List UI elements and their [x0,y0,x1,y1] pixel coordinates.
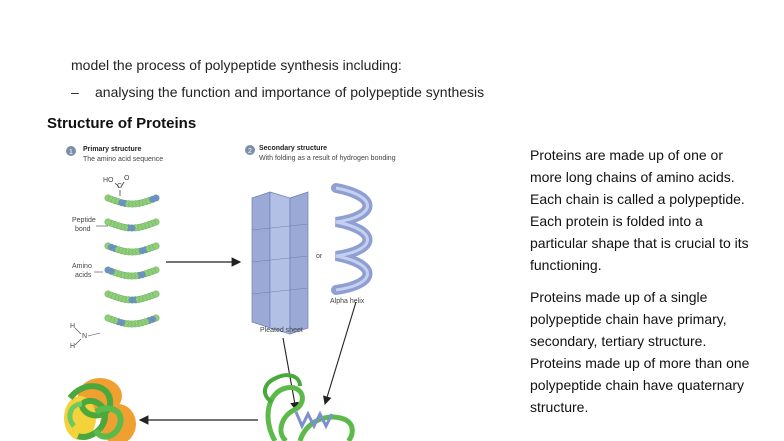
step-badge-primary [66,146,76,156]
label-o: O [124,175,130,182]
syllabus-point: model the process of polypeptide synthes… [71,57,402,73]
tertiary-structure [263,373,355,441]
label-acids: acids [75,272,92,279]
pleated-sheet [251,191,309,335]
label-h-upper: H [70,323,75,330]
secondary-title: Secondary structure [259,145,327,152]
amino-acid-bead [152,290,160,298]
amino-acid-bead [104,218,112,226]
label-pleated-sheet: Pleated sheet [260,327,303,334]
primary-subtitle: The amino acid sequence [83,156,163,163]
alpha-helix [331,183,373,295]
amino-acid-bead [152,194,160,202]
step-badge-secondary [245,145,255,155]
section-heading: Structure of Proteins [47,115,197,132]
step-number-primary: 1 [69,149,73,156]
label-n: N [82,333,87,340]
label-bond: bond [75,226,91,233]
label-c: C [117,183,122,190]
label-ho: HO [103,177,114,184]
quaternary-structure [64,378,136,441]
arrow-helix-to-tertiary [323,301,357,406]
amino-acid-bead [104,266,112,274]
paragraph-protein-chains: Proteins are made up of one or more long… [530,147,749,273]
primary-title: Primary structure [83,146,141,153]
label-alpha-helix: Alpha helix [330,298,365,305]
label-peptide: Peptide [72,217,96,224]
step-number-secondary: 2 [248,148,252,155]
amino-acid-chain [104,194,160,328]
amino-acid-bead [152,242,160,250]
paragraph-protein-structure-levels: Proteins made up of a single polypeptide… [530,289,750,415]
label-h-lower: H [70,343,75,350]
syllabus-subpoint-text: analysing the function and importance of… [95,84,485,100]
amino-acid-bead [104,314,112,322]
secondary-subtitle: With folding as a result of hydrogen bon… [259,155,396,162]
label-amino: Amino [72,263,92,270]
label-or: or [316,253,323,260]
syllabus-subpoint: –analysing the function and importance o… [71,84,484,100]
dash-bullet: – [71,84,79,100]
